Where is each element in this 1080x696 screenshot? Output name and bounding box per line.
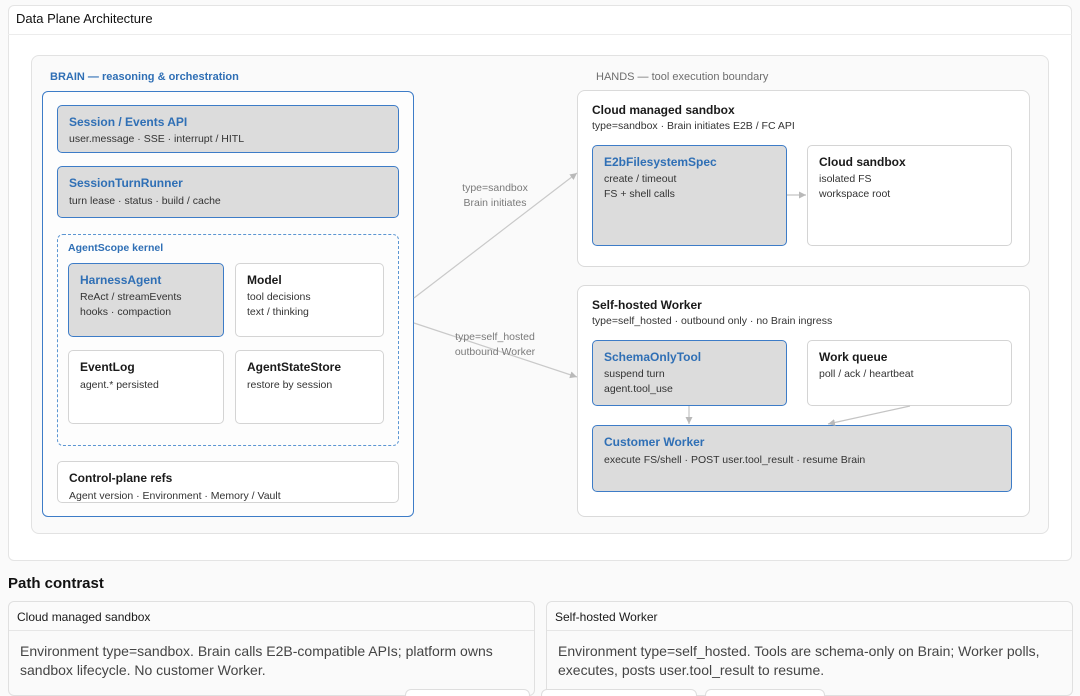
edge-label-sandbox: type=sandbox Brain initiates — [440, 181, 550, 211]
edge-label-self-hosted: type=self_hosted outbound Worker — [440, 330, 550, 360]
node-line-1: suspend turn — [604, 368, 665, 380]
customer-worker-node[interactable]: Customer Worker execute FS/shell · POST … — [592, 425, 1012, 492]
node-title: Work queue — [819, 350, 888, 364]
agentscope-kernel-group — [57, 234, 399, 446]
work-queue-node[interactable]: Work queue poll / ack / heartbeat — [807, 340, 1012, 406]
node-line-1: tool decisions — [247, 291, 311, 303]
panel-title: Data Plane Architecture — [16, 11, 153, 26]
card-header — [547, 602, 1072, 631]
node-line-2: text / thinking — [247, 306, 309, 318]
node-title: HarnessAgent — [80, 273, 162, 287]
edge-label-line-2: Brain initiates — [463, 197, 527, 209]
clipped-element — [705, 689, 825, 696]
path-card-self-hosted: Self-hosted Worker Environment type=self… — [546, 601, 1073, 696]
session-events-api-node[interactable]: Session / Events API user.message · SSE … — [57, 105, 399, 153]
node-line-2: workspace root — [819, 188, 891, 200]
node-title: Control-plane refs — [69, 471, 173, 485]
node-subtitle: execute FS/shell · POST user.tool_result… — [604, 454, 866, 466]
node-line-1: create / timeout — [604, 173, 677, 185]
path-contrast-heading: Path contrast — [8, 575, 104, 592]
edge-brain-to-self-hosted — [413, 322, 578, 379]
control-plane-refs-node[interactable]: Control-plane refs Agent version · Envir… — [57, 461, 399, 503]
node-subtitle: user.message · SSE · interrupt / HITL — [69, 133, 245, 145]
card-body: Environment type=sandbox. Brain calls E2… — [20, 643, 493, 678]
node-line-1: poll / ack / heartbeat — [819, 368, 914, 380]
node-line-1: ReAct / streamEvents — [80, 291, 182, 303]
hands-caption: HANDS — tool execution boundary — [596, 71, 769, 83]
e2b-filesystem-spec-node[interactable]: E2bFilesystemSpec create / timeout FS + … — [592, 145, 787, 246]
model-node[interactable]: Model tool decisions text / thinking — [235, 263, 384, 337]
card-body: Environment type=self_hosted. Tools are … — [558, 643, 1040, 678]
group-title: Cloud managed sandbox — [592, 103, 735, 117]
node-subtitle: Agent version · Environment · Memory / V… — [69, 490, 281, 502]
path-card-cloud: Cloud managed sandbox Environment type=s… — [8, 601, 535, 696]
group-subtitle: type=self_hosted · outbound only · no Br… — [592, 315, 833, 327]
node-line-1: restore by session — [247, 379, 333, 391]
clipped-element — [405, 689, 530, 696]
brain-caption: BRAIN — reasoning & orchestration — [50, 71, 239, 83]
node-line-2: agent.tool_use — [604, 383, 673, 395]
node-title: Customer Worker — [604, 435, 705, 449]
group-subtitle: type=sandbox · Brain initiates E2B / FC … — [592, 120, 795, 132]
node-title: Session / Events API — [69, 115, 188, 129]
edge-label-line-1: type=self_hosted — [455, 331, 535, 343]
edge-work-queue-to-customer-worker — [827, 405, 911, 426]
node-title: SessionTurnRunner — [69, 176, 183, 190]
card-title: Self-hosted Worker — [555, 610, 658, 624]
schema-only-tool-node[interactable]: SchemaOnlyTool suspend turn agent.tool_u… — [592, 340, 787, 406]
panel-header — [8, 5, 1072, 35]
session-turn-runner-node[interactable]: SessionTurnRunner turn lease · status · … — [57, 166, 399, 218]
node-line-2: FS + shell calls — [604, 188, 675, 200]
harness-agent-node[interactable]: HarnessAgent ReAct / streamEvents hooks … — [68, 263, 224, 337]
node-title: EventLog — [80, 360, 135, 374]
node-line-1: isolated FS — [819, 173, 872, 185]
node-title: Cloud sandbox — [819, 155, 906, 169]
edge-label-line-2: outbound Worker — [454, 346, 536, 358]
node-title: Model — [247, 273, 282, 287]
node-subtitle: turn lease · status · build / cache — [69, 195, 221, 207]
group-title: Self-hosted Worker — [592, 298, 702, 312]
node-title: E2bFilesystemSpec — [604, 155, 717, 169]
cloud-sandbox-node[interactable]: Cloud sandbox isolated FS workspace root — [807, 145, 1012, 246]
edge-label-line-1: type=sandbox — [462, 182, 528, 194]
agent-state-store-node[interactable]: AgentStateStore restore by session — [235, 350, 384, 424]
node-line-2: hooks · compaction — [80, 306, 172, 318]
card-header — [9, 602, 534, 631]
node-title: AgentStateStore — [247, 360, 342, 374]
kernel-title: AgentScope kernel — [68, 242, 164, 254]
clipped-element — [541, 689, 697, 696]
card-title: Cloud managed sandbox — [17, 610, 151, 624]
node-line-1: agent.* persisted — [80, 379, 159, 391]
edge-brain-to-cloud-sandbox — [413, 172, 578, 299]
eventlog-node[interactable]: EventLog agent.* persisted — [68, 350, 224, 424]
node-title: SchemaOnlyTool — [604, 350, 702, 364]
